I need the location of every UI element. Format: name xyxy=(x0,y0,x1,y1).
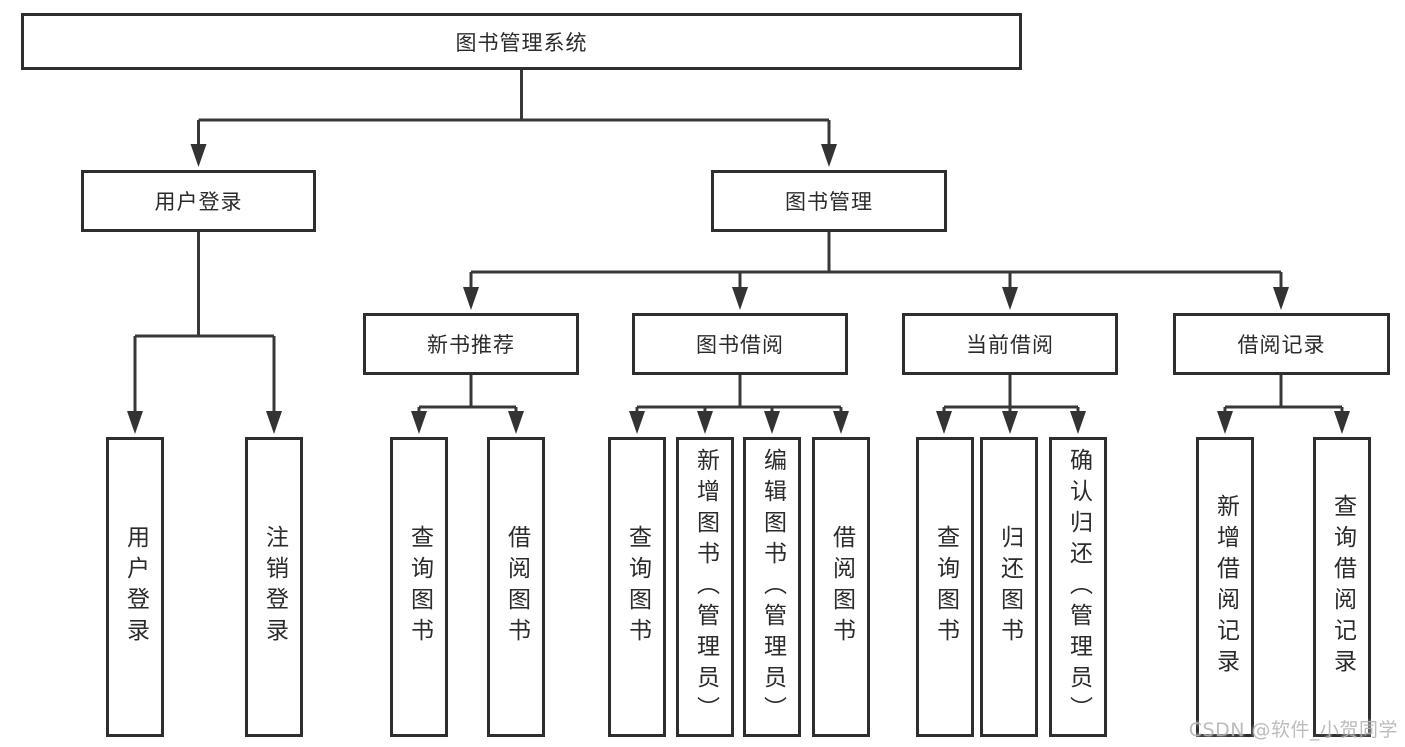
node-label: 用户登录 xyxy=(154,190,243,214)
arrowhead-icon xyxy=(1273,287,1289,310)
node-label: 查询图书 xyxy=(932,525,959,649)
node-label: 借阅图书 xyxy=(828,525,855,649)
arrowhead-icon xyxy=(1217,411,1233,434)
node-label: 图书管理系统 xyxy=(455,30,588,55)
arrowhead-icon xyxy=(1070,411,1086,434)
leaf-current-confirm-return-admin: 确认归还（管理员） xyxy=(1049,437,1107,737)
leaf-recommend-borrow-books: 借阅图书 xyxy=(487,437,545,737)
arrowhead-icon xyxy=(697,411,713,434)
node-label: 查询借阅记录 xyxy=(1329,494,1356,680)
node-user-login: 用户登录 xyxy=(81,170,316,232)
csdn-watermark: CSDN @软件_小贺同学 xyxy=(1188,719,1398,741)
node-label: 新增图书（管理员） xyxy=(692,447,719,727)
node-book-management: 图书管理 xyxy=(711,170,947,232)
node-label: 确认归还（管理员） xyxy=(1065,447,1092,727)
arrowhead-icon xyxy=(936,411,952,434)
arrowhead-icon xyxy=(190,144,207,167)
node-label: 图书借阅 xyxy=(696,333,784,357)
node-label: 查询图书 xyxy=(406,525,433,649)
leaf-borrowing-edit-books-admin: 编辑图书（管理员） xyxy=(743,437,801,737)
leaf-logout: 注销登录 xyxy=(245,437,303,737)
node-borrowing-records: 借阅记录 xyxy=(1173,313,1390,375)
node-label: 新增借阅记录 xyxy=(1212,494,1239,680)
arrowhead-icon xyxy=(1002,287,1018,310)
node-label: 当前借阅 xyxy=(966,333,1054,357)
node-current-borrowing: 当前借阅 xyxy=(902,313,1118,375)
leaf-current-return-books: 归还图书 xyxy=(980,437,1038,737)
node-label: 归还图书 xyxy=(996,525,1023,649)
leaf-current-query-books: 查询图书 xyxy=(916,437,974,737)
arrowhead-icon xyxy=(821,144,837,167)
node-label: 借阅图书 xyxy=(503,525,530,649)
arrowhead-icon xyxy=(1334,411,1350,434)
node-book-borrowing: 图书借阅 xyxy=(632,313,848,375)
leaf-recommend-query-books: 查询图书 xyxy=(390,437,448,737)
leaf-records-query-borrow-record: 查询借阅记录 xyxy=(1313,437,1371,737)
node-label: 新书推荐 xyxy=(427,333,515,357)
node-label: 图书管理 xyxy=(785,190,873,214)
leaf-borrowing-borrow-books: 借阅图书 xyxy=(812,437,870,737)
leaf-user-login: 用户登录 xyxy=(106,437,164,737)
arrowhead-icon xyxy=(411,411,427,434)
leaf-records-add-borrow-record: 新增借阅记录 xyxy=(1196,437,1254,737)
node-label: 借阅记录 xyxy=(1237,333,1326,357)
arrowhead-icon xyxy=(833,411,849,434)
arrowhead-icon xyxy=(732,287,748,310)
node-label: 注销登录 xyxy=(261,525,288,649)
node-label: 编辑图书（管理员） xyxy=(759,447,786,727)
node-new-book-recommendation: 新书推荐 xyxy=(363,313,579,375)
arrowhead-icon xyxy=(266,411,282,434)
leaf-borrowing-add-books-admin: 新增图书（管理员） xyxy=(676,437,734,737)
arrowhead-icon xyxy=(463,287,479,310)
arrowheads xyxy=(127,144,1350,434)
arrowhead-icon xyxy=(629,411,645,434)
arrowhead-icon xyxy=(127,411,143,434)
arrowhead-icon xyxy=(1002,411,1018,434)
node-library-management-system: 图书管理系统 xyxy=(21,13,1022,70)
arrowhead-icon xyxy=(764,411,780,434)
node-label: 查询图书 xyxy=(624,525,651,649)
node-label: 用户登录 xyxy=(122,525,149,649)
leaf-borrowing-query-books: 查询图书 xyxy=(608,437,666,737)
arrowhead-icon xyxy=(508,411,524,434)
